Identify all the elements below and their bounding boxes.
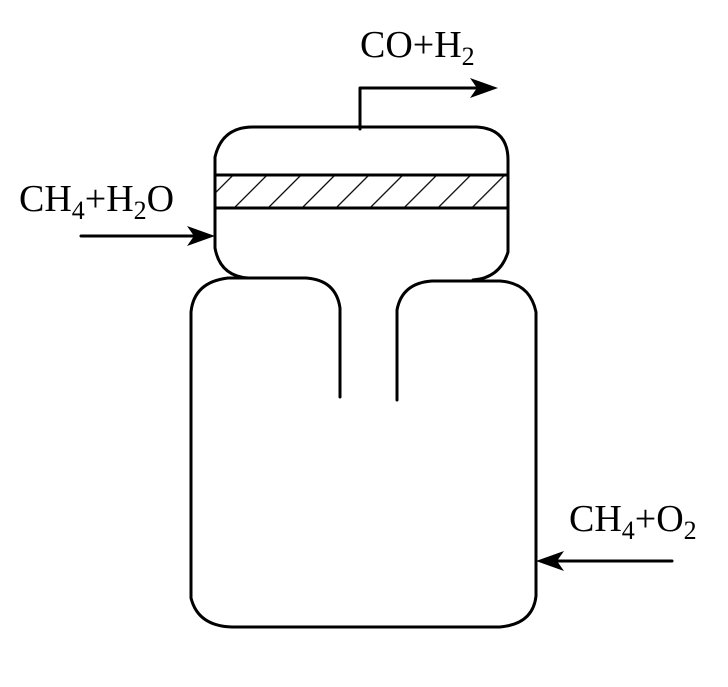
arrow-left-icon [536, 551, 564, 571]
arrow-right-icon [470, 78, 498, 98]
product-outlet-pipe [358, 86, 480, 131]
upper-vessel [213, 125, 510, 282]
arrow-right-icon [187, 226, 215, 246]
feed-bottom-label: CH4+O2 [569, 498, 697, 545]
feed-top-label: CH4+H2O [19, 178, 175, 225]
product-label: CO+H2 [360, 24, 475, 71]
catalyst-bed [215, 175, 508, 208]
lower-vessel [189, 276, 538, 629]
